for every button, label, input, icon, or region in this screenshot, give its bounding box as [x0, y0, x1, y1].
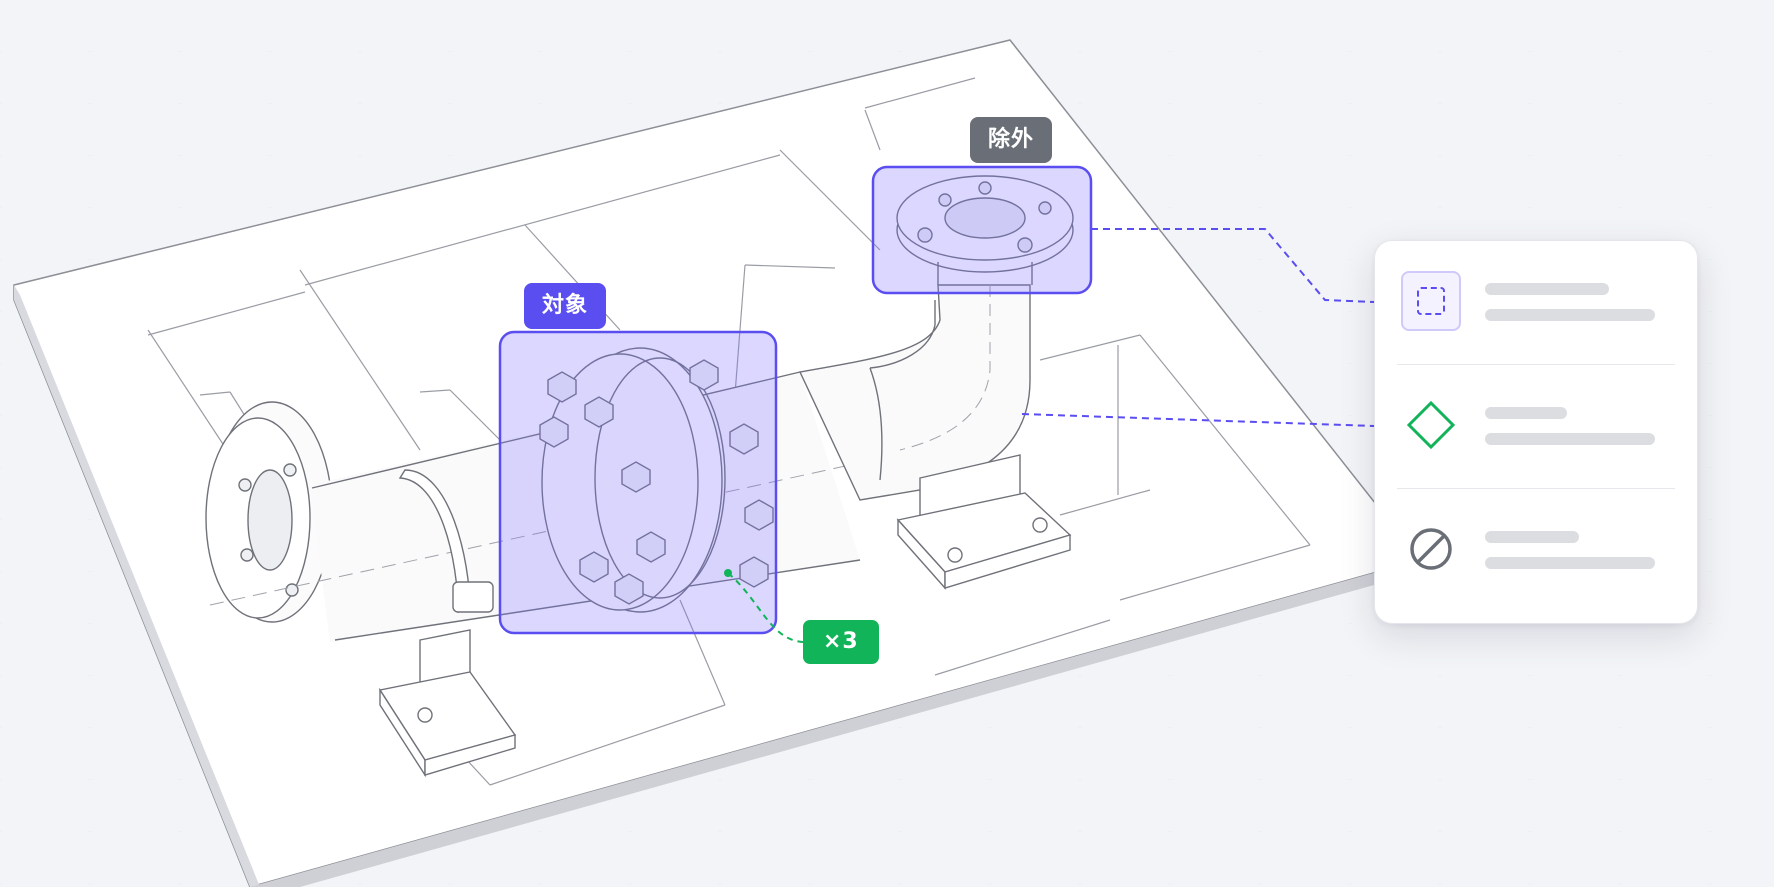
- exclude-tag[interactable]: 除外: [970, 117, 1053, 163]
- target-highlight-box[interactable]: [498, 330, 778, 635]
- count-leader-line: [727, 572, 804, 643]
- elbow-leader-line: [1021, 413, 1375, 427]
- legend-divider: [1397, 488, 1675, 489]
- legend-text-placeholder: [1485, 309, 1655, 321]
- exclude-highlight-box[interactable]: [871, 165, 1093, 295]
- dashed-square-icon: [1401, 271, 1461, 331]
- diamond-icon: [1406, 400, 1456, 450]
- legend-row-exclude[interactable]: [1375, 489, 1697, 613]
- legend-text-placeholder: [1485, 557, 1655, 569]
- count-leader-dot: [724, 569, 732, 577]
- left-flange: [205, 401, 333, 623]
- pipe-clamp: [398, 469, 494, 613]
- count-tag[interactable]: ×3: [803, 620, 879, 664]
- exclude-leader-line: [1091, 228, 1375, 303]
- legend-text-placeholder: [1485, 283, 1609, 295]
- legend-text-placeholder: [1485, 407, 1567, 419]
- legend-text-placeholder: [1485, 531, 1579, 543]
- legend-row-region[interactable]: [1375, 241, 1697, 365]
- right-support: [896, 454, 1072, 590]
- center-flange: [539, 347, 774, 613]
- legend-divider: [1397, 364, 1675, 365]
- legend-panel: [1374, 240, 1698, 624]
- prohibited-icon: [1410, 528, 1452, 570]
- top-flange: [896, 175, 1074, 285]
- target-tag[interactable]: 対象: [524, 283, 607, 329]
- left-support: [378, 629, 517, 778]
- legend-text-placeholder: [1485, 433, 1655, 445]
- legend-row-point[interactable]: [1375, 365, 1697, 489]
